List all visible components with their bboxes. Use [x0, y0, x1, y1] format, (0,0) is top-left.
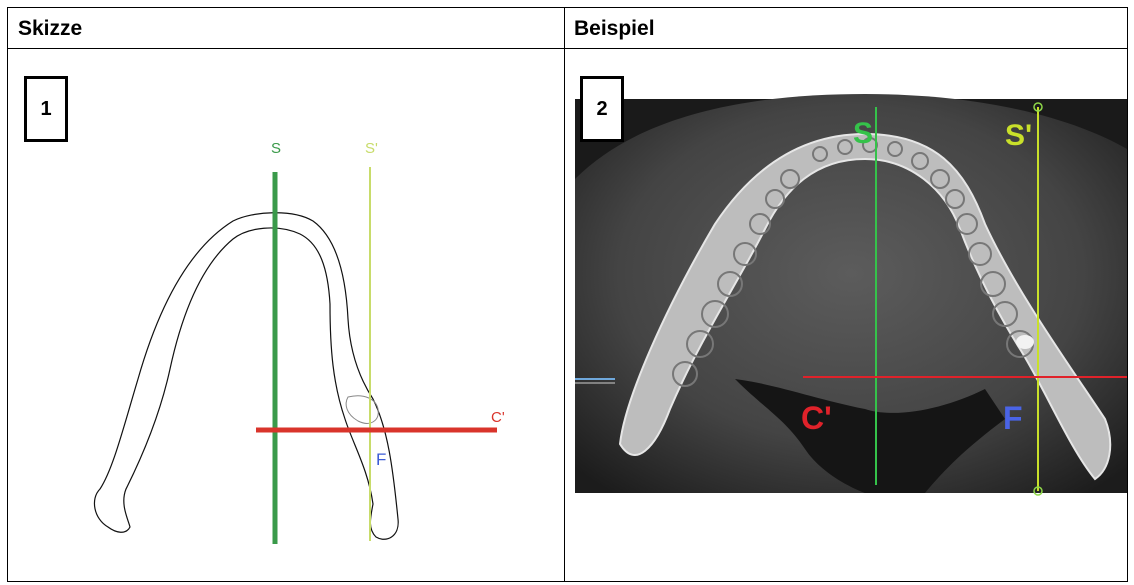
c-prime-label-ct: C': [801, 400, 832, 436]
ct-scan-image: S S' C' F: [565, 49, 1127, 582]
example-cell: S S' C' F 2: [565, 49, 1127, 582]
s-label-ct: S: [853, 117, 873, 150]
panel-number-2: 2: [580, 76, 624, 142]
mandible-sketch: S S' C' F: [8, 49, 564, 582]
panel-number-1: 1: [24, 76, 68, 142]
header-example: Beispiel: [574, 17, 655, 41]
s-prime-label: S': [365, 140, 378, 157]
header-row: Skizze Beispiel: [8, 8, 1127, 49]
outer-outline: [94, 213, 398, 540]
header-sketch: Skizze: [18, 17, 82, 41]
s-label: S: [271, 140, 281, 157]
f-label: F: [376, 450, 386, 469]
figure-table: Skizze Beispiel S S' C' F 1: [7, 7, 1128, 582]
s-prime-label-ct: S': [1005, 119, 1032, 152]
f-label-ct: F: [1003, 400, 1023, 436]
c-prime-label: C': [491, 409, 505, 426]
sketch-cell: S S' C' F 1: [8, 49, 564, 582]
implant-bright-spot: [1016, 335, 1034, 349]
